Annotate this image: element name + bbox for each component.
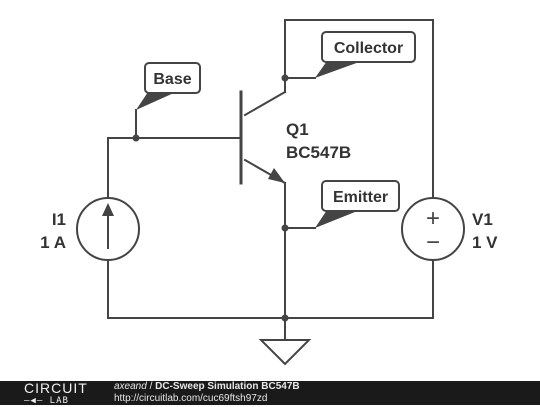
- voltage-source-circle: [401, 197, 465, 261]
- v1-name-label: V1: [472, 210, 493, 229]
- junctions: [132, 74, 289, 322]
- footer-bar: CIRCUIT —◀— LAB axeand / DC-Sweep Simula…: [0, 380, 540, 406]
- emitter-arrow-icon: [268, 168, 285, 183]
- logo-subtext: —◀— LAB: [24, 396, 69, 406]
- v1-value-label: 1 V: [472, 233, 498, 252]
- collector-tag-text: Collector: [334, 40, 403, 57]
- emitter-tag-box: [321, 180, 400, 212]
- q1-name-label: Q1: [286, 120, 309, 139]
- q1-model-label: BC547B: [286, 143, 351, 162]
- footer-meta: axeand / DC-Sweep Simulation BC547B http…: [114, 381, 300, 405]
- schematic-diagram: + − Q1 BC547B I1 1 A V1 1 V Base Collect…: [40, 19, 498, 366]
- wires: [107, 19, 434, 341]
- collector-tag-box: [321, 31, 416, 63]
- author-link[interactable]: axeand: [114, 381, 147, 392]
- current-source-i1[interactable]: [76, 197, 140, 261]
- current-arrow-icon: [102, 203, 114, 216]
- i1-value-label: 1 A: [40, 233, 66, 252]
- base-tag-tail: [136, 92, 176, 110]
- junction-ground: [281, 314, 289, 322]
- plus-sign-icon: +: [426, 205, 440, 232]
- minus-sign-icon: −: [426, 229, 440, 256]
- base-tag-box: [144, 62, 201, 94]
- logo-wordmark: CIRCUIT: [24, 380, 88, 396]
- emitter-tag-tail: [315, 210, 360, 228]
- net-label-collector[interactable]: Collector: [315, 31, 416, 78]
- circuit-title[interactable]: DC-Sweep Simulation BC547B: [155, 381, 300, 392]
- junction-base: [132, 134, 140, 142]
- circuitlab-logo[interactable]: CIRCUIT —◀— LAB: [24, 380, 98, 406]
- transistor-collector-lead: [243, 90, 287, 117]
- ground-icon: [258, 339, 312, 366]
- base-tag-text: Base: [153, 71, 191, 88]
- circuit-url[interactable]: http://circuitlab.com/cuc69ftsh97zd: [114, 393, 268, 404]
- collector-tag-tail: [315, 61, 362, 78]
- footer-separator: /: [146, 381, 156, 392]
- junction-emitter: [281, 224, 289, 232]
- voltage-source-v1[interactable]: + −: [401, 197, 465, 261]
- junction-collector: [281, 74, 289, 82]
- net-label-emitter[interactable]: Emitter: [315, 180, 400, 228]
- i1-name-label: I1: [52, 210, 66, 229]
- emitter-tag-text: Emitter: [333, 189, 388, 206]
- net-label-base[interactable]: Base: [136, 62, 201, 110]
